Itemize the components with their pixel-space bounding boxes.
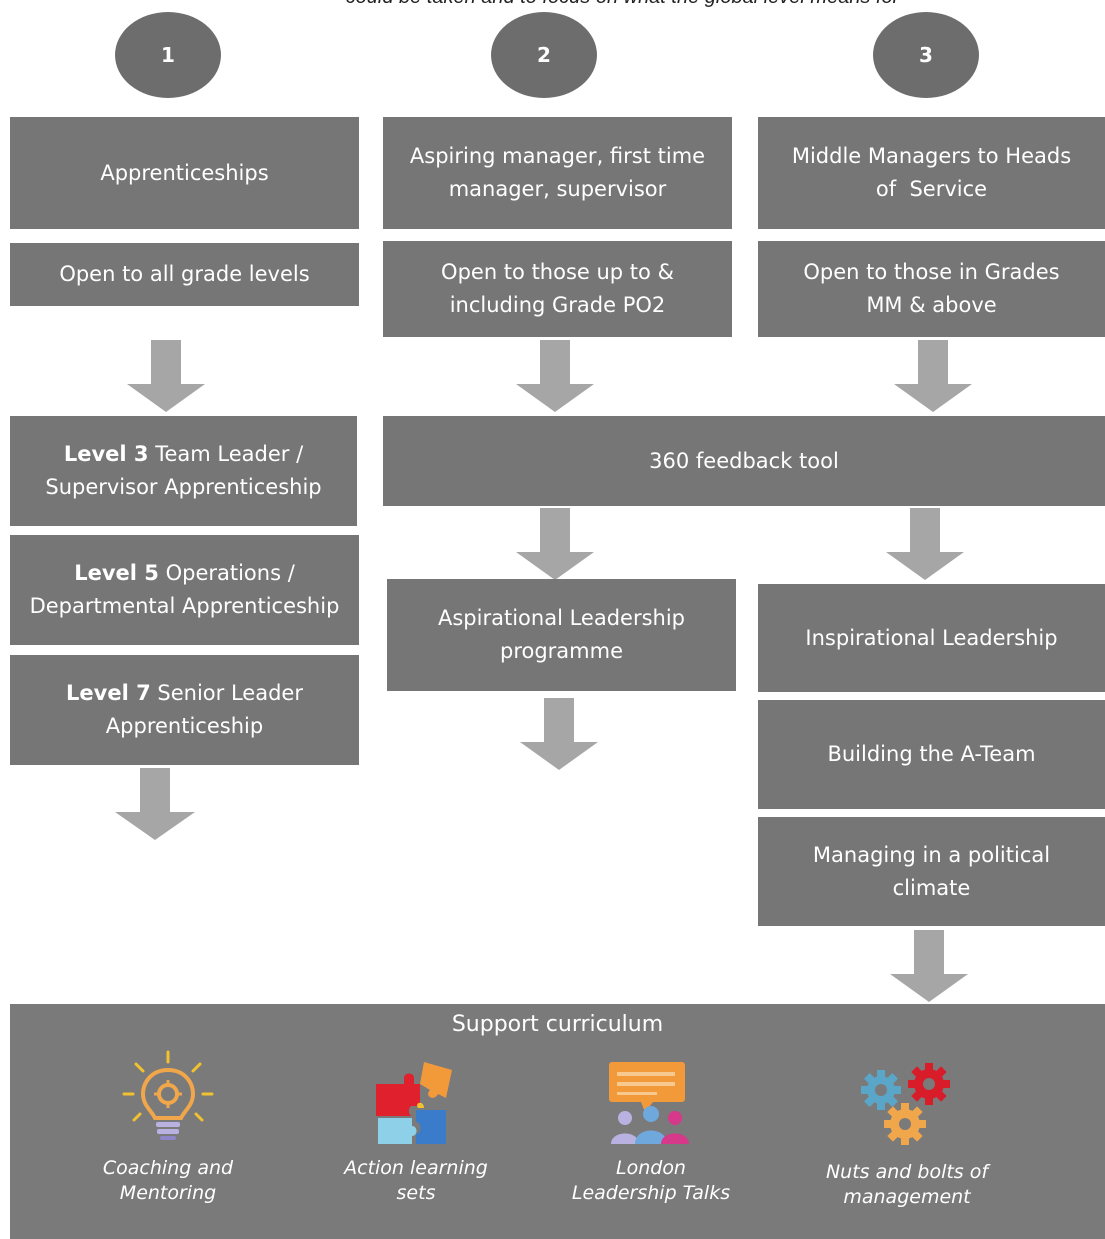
col3-arrow-3 [890,930,968,1002]
tool-nuts-line1: Nuts and bolts of [825,1161,989,1183]
middle-managers-line1: Middle Managers to Heads [791,144,1072,168]
aspirational-line2: programme [499,639,624,663]
gears-icon [861,1063,950,1145]
political-climate-box: Managing in a political climate [758,817,1105,926]
a-team-text: Building the A-Team [827,742,1036,766]
aspiring-manager-line2: manager, supervisor [448,177,667,201]
level7-title: Senior Leader [150,681,303,705]
tool-london-line2: Leadership Talks [571,1182,731,1204]
mm-grades-line1: Open to those in Grades [803,260,1060,284]
apprenticeships-title: Apprenticeships [100,160,269,185]
tool-coaching-line1: Coaching and [102,1157,234,1179]
level3-level: Level 3 [63,442,149,466]
aspirational-line1: Aspirational Leadership [438,606,685,630]
lightbulb-icon [122,1050,214,1140]
feedback-tool-text: 360 feedback tool [649,448,839,473]
middle-managers-line2: of Service [875,177,988,201]
level3-title: Team Leader / [148,442,304,466]
support-title: Support curriculum [451,1012,664,1037]
level5-title: Operations / [158,561,295,585]
all-grades-text: Open to all grade levels [59,262,310,286]
political-line2: climate [892,875,971,900]
col3-arrow-2 [886,508,964,580]
po2-line1: Open to those up to & [441,260,674,284]
tool-london-line1: London [616,1157,686,1179]
col1-arrow-2 [115,768,195,840]
apprenticeships-box: Apprenticeships [10,117,359,229]
col1-arrow-1 [127,340,205,412]
a-team-box: Building the A-Team [758,700,1105,809]
level7-title-2: Apprenticeship [105,714,264,738]
col2-arrow-2 [516,508,594,580]
mm-grades-box: Open to those in Grades MM & above [758,241,1105,337]
level7-box: Level 7 Senior Leader Apprenticeship [10,655,359,765]
level7-level: Level 7 [66,681,151,705]
mm-grades-line2: MM & above [866,293,997,317]
middle-managers-box: Middle Managers to Heads of Service [758,117,1105,229]
people-talk-icon [609,1062,689,1144]
step-3-circle: 3 [873,12,979,98]
tool-action-learning: Action learning sets [316,1056,516,1206]
col3-arrow-1 [894,340,972,412]
tool-action-line2: sets [396,1182,436,1204]
po2-box: Open to those up to & including Grade PO… [383,241,732,337]
all-grades-box: Open to all grade levels [10,243,359,306]
aspirational-leadership-box: Aspirational Leadership programme [387,579,736,691]
level3-box: Level 3 Team Leader / Supervisor Apprent… [10,416,357,526]
col2-arrow-3 [520,698,598,770]
po2-line2: including Grade PO2 [449,293,666,317]
political-line1: Managing in a political [812,842,1051,867]
level5-level: Level 5 [74,561,159,585]
step-2-circle: 2 [491,12,597,98]
tool-nuts-line2: management [843,1186,971,1208]
tool-nuts-bolts: Nuts and bolts of management [807,1060,1007,1210]
aspiring-manager-box: Aspiring manager, first time manager, su… [383,117,732,229]
step-1-circle: 1 [115,12,221,98]
feedback-tool-box: 360 feedback tool [383,416,1105,506]
puzzle-icon [376,1062,452,1144]
level3-title-2: Supervisor Apprenticeship [45,475,322,499]
header-fragment: could be taken and to focus on what the … [0,0,1105,9]
inspirational-leadership-box: Inspirational Leadership [758,584,1105,692]
col2-arrow-1 [516,340,594,412]
inspirational-text: Inspirational Leadership [805,625,1058,650]
aspiring-manager-line1: Aspiring manager, first time [409,144,706,168]
level5-title-2: Departmental Apprenticeship [29,594,340,618]
tool-action-line1: Action learning [344,1157,488,1179]
level5-box: Level 5 Operations / Departmental Appren… [10,535,359,645]
tool-coaching-line2: Mentoring [119,1182,217,1204]
